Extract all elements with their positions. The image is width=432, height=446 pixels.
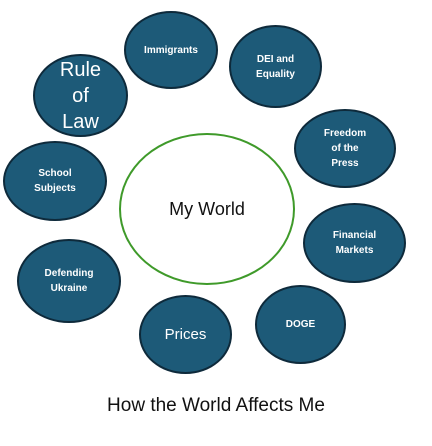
node-freedom-of-the-press: Freedom of the Press (294, 109, 396, 188)
node-school-subjects: School Subjects (3, 141, 107, 221)
diagram-caption: How the World Affects Me (107, 395, 325, 416)
center-label: My World (169, 198, 245, 219)
node-defending-ukraine: Defending Ukraine (17, 239, 121, 323)
node-prices: Prices (139, 295, 232, 374)
center-circle: My World (119, 133, 295, 285)
node-dei-equality: DEI and Equality (229, 25, 322, 108)
node-rule-of-law: Rule of Law (33, 54, 128, 137)
node-immigrants: Immigrants (124, 11, 218, 89)
node-financial-markets: Financial Markets (303, 203, 406, 283)
node-doge: DOGE (255, 285, 346, 364)
